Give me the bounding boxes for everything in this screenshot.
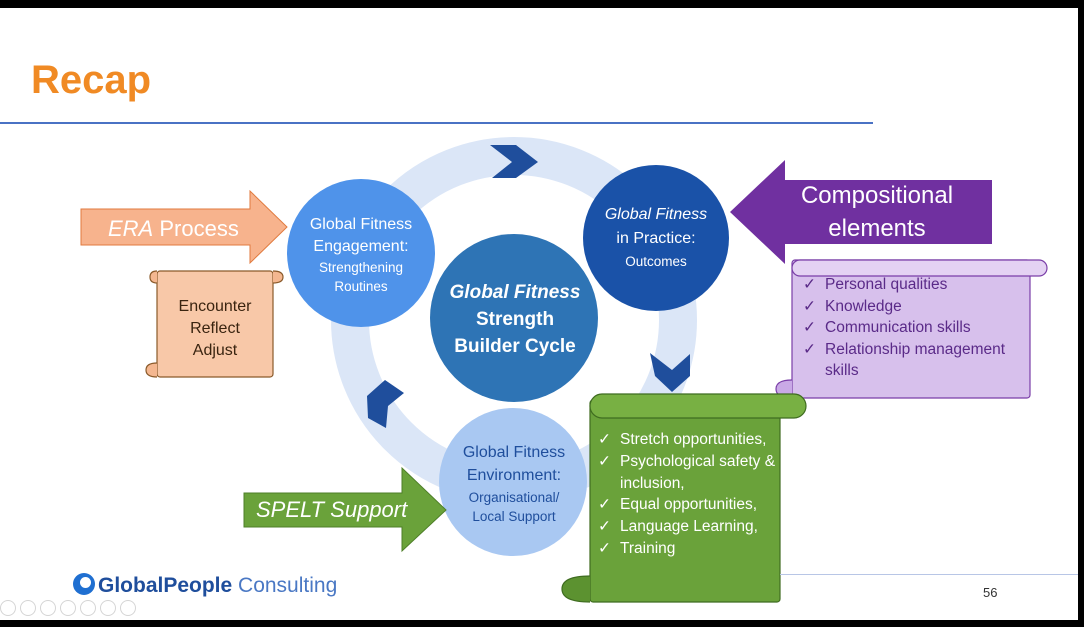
practice-title-1: Global Fitness	[605, 206, 707, 223]
environment-sub-1: Organisational/	[469, 490, 560, 505]
list-item: ✓Communication skills	[801, 317, 1026, 339]
era-scroll-curl-bottom	[145, 362, 158, 378]
engagement-sub-2: Routines	[334, 279, 388, 294]
engagement-title-1: Global Fitness	[310, 216, 412, 233]
compositional-list: ✓Personal qualities ✓Knowledge ✓Communic…	[801, 274, 1026, 382]
list-item: ✓ Psychological safety & inclusion,	[598, 452, 776, 492]
list-item: ✓Personal qualities	[801, 274, 1026, 296]
engagement-sub-1: Strengthening	[319, 260, 403, 275]
era-scroll	[156, 270, 274, 378]
slides-grid-icon[interactable]	[60, 600, 76, 616]
zoom-icon[interactable]	[80, 600, 96, 616]
practice-title-2: in Practice:	[616, 230, 695, 247]
environment-title-1: Global Fitness	[463, 444, 565, 461]
compositional-scroll-top-roll	[791, 259, 1048, 277]
slideshow-controls[interactable]	[0, 600, 136, 616]
era-process-label: ERA Process	[108, 216, 239, 241]
check-icon: ✓	[598, 452, 611, 470]
title-divider	[0, 122, 873, 124]
compositional-arrow	[730, 160, 992, 264]
era-process-arrow	[80, 189, 288, 265]
list-item: ✓Language Learning,	[596, 516, 781, 538]
compositional-line-1: Compositional	[801, 182, 953, 209]
center-line-3: Builder Cycle	[454, 336, 575, 357]
engagement-circle	[287, 179, 435, 327]
spelt-support-arrow	[243, 466, 447, 553]
cycle-diagram: Global Fitness Strength Builder Cycle Gl…	[80, 137, 1048, 603]
era-step-adjust: Adjust	[192, 342, 238, 359]
chevron-right-icon	[650, 353, 690, 392]
check-icon: ✓	[598, 496, 611, 514]
check-icon: ✓	[803, 319, 816, 336]
chevron-left-icon	[367, 380, 404, 428]
company-logo: GlobalPeople Consulting	[73, 573, 337, 598]
footer-divider	[780, 574, 1078, 575]
pen-icon[interactable]	[40, 600, 56, 616]
spelt-support-label: SPELT Support	[256, 497, 408, 522]
environment-sub-2: Local Support	[472, 509, 556, 524]
slide-title: Recap	[31, 58, 152, 102]
era-scroll-text: Encounter Reflect Adjust	[157, 296, 273, 362]
check-icon: ✓	[598, 539, 611, 557]
spelt-list: ✓Stretch opportunities, ✓ Psychological …	[596, 429, 781, 560]
slide: Recap Global Fitness Strength Builder Cy…	[0, 8, 1078, 620]
practice-circle	[583, 165, 729, 311]
subtitles-icon[interactable]	[100, 600, 116, 616]
list-item: ✓Training	[596, 538, 781, 560]
environment-circle	[439, 408, 587, 556]
list-item: ✓Relationship management skills	[803, 340, 1006, 380]
engagement-title-2: Engagement:	[313, 238, 408, 255]
check-icon: ✓	[598, 431, 611, 448]
center-line-1: Global Fitness	[450, 282, 581, 303]
era-step-reflect: Reflect	[190, 320, 240, 337]
practice-sub-1: Outcomes	[625, 254, 687, 269]
spelt-scroll-top-roll	[589, 393, 807, 419]
center-circle	[430, 234, 598, 402]
chevron-top-icon	[490, 145, 538, 178]
check-icon: ✓	[803, 297, 816, 315]
next-slide-icon[interactable]	[20, 600, 36, 616]
era-step-encounter: Encounter	[178, 298, 252, 315]
check-icon: ✓	[803, 340, 816, 358]
more-options-icon[interactable]	[120, 600, 136, 616]
era-scroll-curl-right	[272, 270, 284, 284]
check-icon: ✓	[803, 276, 816, 293]
page-number: 56	[983, 585, 998, 600]
previous-slide-icon[interactable]	[0, 600, 16, 616]
list-item: ✓Stretch opportunities,	[596, 429, 781, 451]
era-scroll-curl-top	[149, 270, 158, 284]
list-item: ✓Equal opportunities,	[596, 494, 781, 516]
logo-g-icon	[73, 573, 95, 595]
compositional-line-2: elements	[828, 215, 925, 242]
environment-title-2: Environment:	[467, 467, 561, 484]
center-line-2: Strength	[476, 309, 554, 330]
list-item: ✓Knowledge	[801, 296, 1026, 318]
check-icon: ✓	[598, 518, 611, 536]
spelt-scroll-curl	[561, 575, 591, 603]
